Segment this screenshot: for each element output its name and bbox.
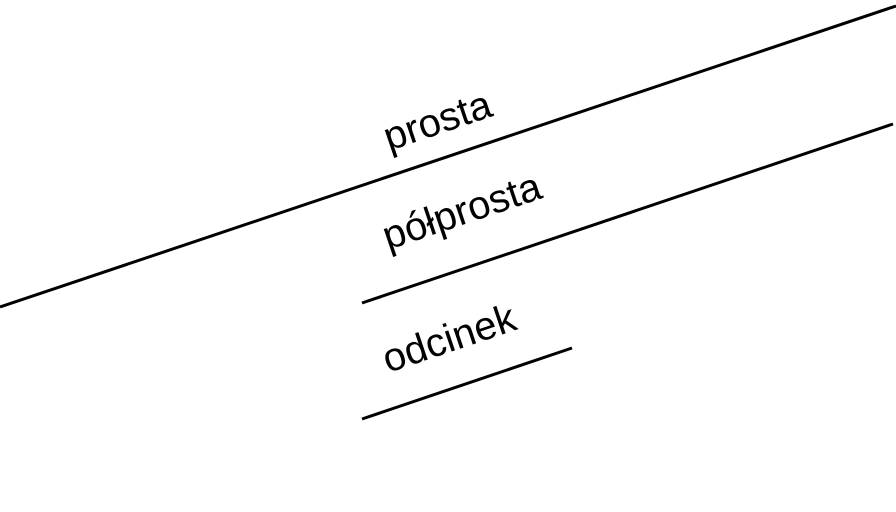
polprosta-label: półprosta <box>377 164 548 258</box>
odcinek-segment <box>361 346 573 421</box>
polprosta-ray <box>361 122 894 305</box>
prosta-label: prosta <box>378 82 498 159</box>
odcinek-label: odcinek <box>377 296 523 382</box>
prosta-line <box>0 4 896 309</box>
